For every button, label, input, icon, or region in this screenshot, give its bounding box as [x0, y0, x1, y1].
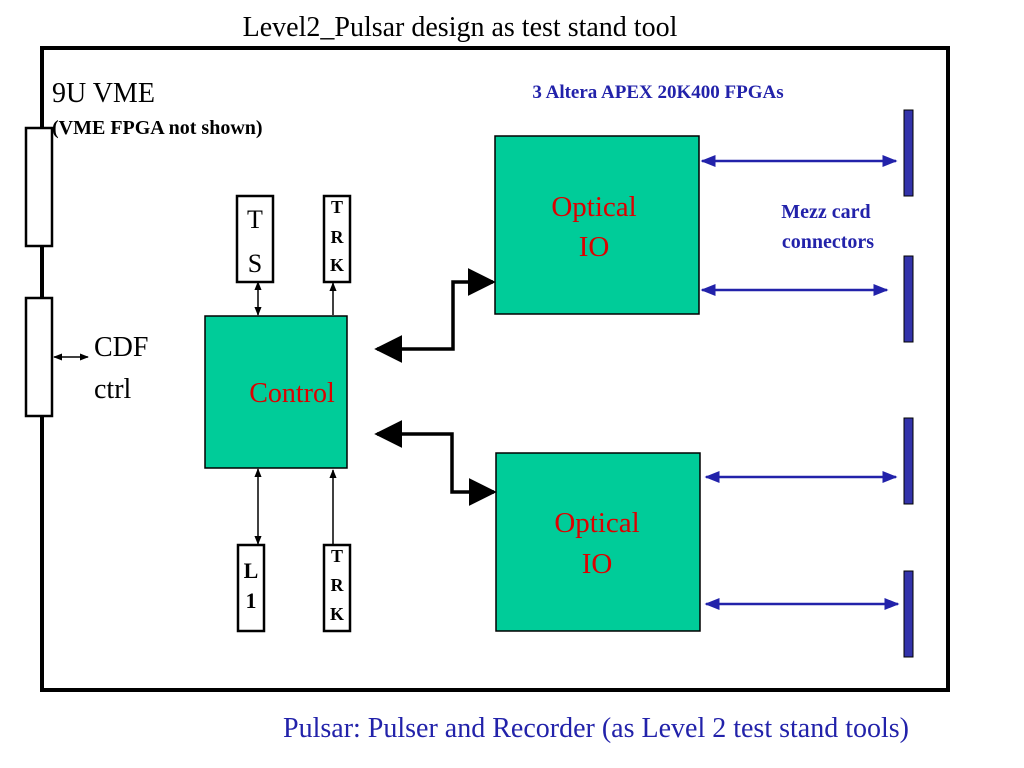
board-label: 9U VME — [52, 78, 155, 109]
mezz-label-line2: connectors — [782, 231, 874, 253]
ts-box-line2: S — [248, 249, 262, 278]
board-sublabel: (VME FPGA not shown) — [52, 117, 263, 139]
footer-caption: Pulsar: Pulser and Recorder (as Level 2 … — [283, 713, 909, 744]
cdf-ctrl-label-line2: ctrl — [94, 374, 132, 405]
control-label: Control — [249, 378, 335, 409]
optical-io-top-label-line1: Optical — [551, 191, 636, 223]
vme-edge-connector-bottom — [24, 296, 54, 418]
trk-top-box-t: T — [331, 197, 343, 217]
trk-top-box-k: K — [330, 255, 344, 275]
fpga-note: 3 Altera APEX 20K400 FPGAs — [532, 82, 783, 103]
mezz-connector-1 — [903, 109, 914, 197]
optical-io-top-label-line2: IO — [579, 231, 610, 263]
trk-top-box-r: R — [331, 227, 345, 247]
trk-bottom-box-r: R — [331, 575, 345, 595]
mezz-connector-2 — [903, 255, 914, 343]
ts-box-line1: T — [247, 205, 263, 234]
control-optical-bottom-link — [374, 420, 497, 506]
trk-bottom-box — [322, 543, 352, 633]
l1-box-line2: 1 — [246, 588, 257, 613]
cdf-ctrl-label-line1: CDF — [94, 332, 148, 363]
ts-box — [235, 194, 275, 284]
l1-box — [236, 543, 266, 633]
mezz-connector-4 — [903, 570, 914, 658]
optical-io-bottom-block — [495, 452, 701, 632]
trk-bottom-box-t: T — [331, 546, 343, 566]
mezz-label-line1: Mezz card — [781, 201, 870, 223]
diagram-title: Level2_Pulsar design as test stand tool — [243, 12, 678, 43]
control-optical-top-link — [374, 268, 496, 363]
optical-io-bottom-label-line2: IO — [582, 548, 613, 580]
mezz-connector-3 — [903, 417, 914, 505]
control-block — [204, 315, 348, 469]
optical-io-top-block — [494, 135, 700, 315]
l1-box-line1: L — [244, 558, 259, 583]
optical-io-bottom-label-line1: Optical — [554, 507, 639, 539]
trk-top-box — [322, 194, 352, 284]
trk-bottom-box-k: K — [330, 604, 344, 624]
vme-edge-connector-top — [24, 126, 54, 248]
